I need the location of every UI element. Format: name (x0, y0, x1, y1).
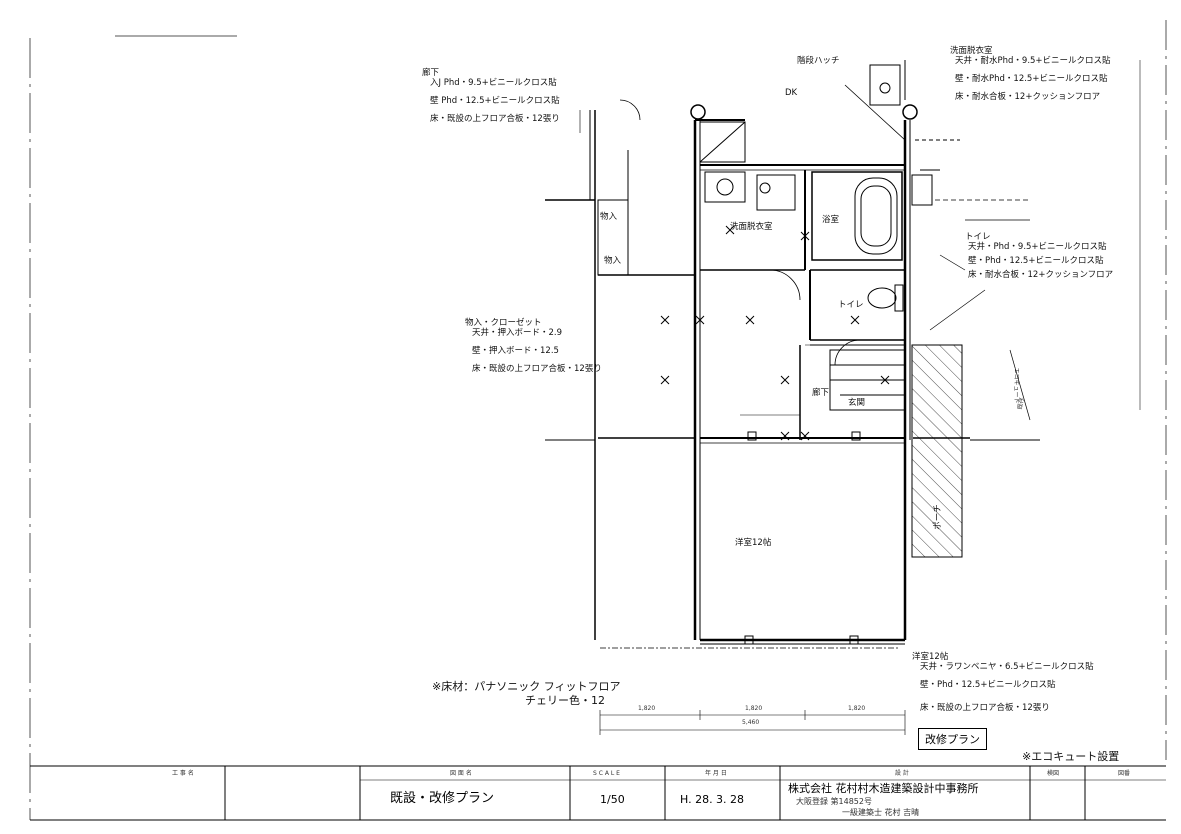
floor-material-color: チェリー色・12 (525, 694, 605, 707)
closet-spec-line: 床・既設の上フロア合板・12張り (472, 364, 602, 374)
porch-hatch (911, 344, 963, 558)
title-header-design: 設 計 (895, 770, 909, 777)
title-header-date: 年 月 日 (705, 770, 727, 777)
toilet-spec-line: 天井・Phd・9.5+ビニールクロス貼 (968, 242, 1107, 252)
architect-name: 一級建築士 花村 吉晴 (842, 808, 920, 817)
room-label-wash: 洗面脱衣室 (730, 222, 773, 232)
eco-cute-note: ※エコキュート設置 (1022, 750, 1120, 763)
dimension-1: 1,820 (638, 705, 656, 712)
toilet-spec-line: 壁・Phd・12.5+ビニールクロス貼 (968, 256, 1104, 266)
company-name: 株式会社 花村村木造建築設計中事務所 (788, 782, 979, 795)
closet-spec-line: 壁・押入ボード・12.5 (472, 346, 559, 356)
room-label-living: 洋室12帖 (735, 538, 772, 548)
room-label-hall: 廊下 (812, 388, 830, 398)
toilet-spec-title: トイレ (965, 232, 991, 242)
room-label-bath: 浴室 (822, 215, 840, 225)
hall-spec-title: 廊下 (422, 68, 440, 78)
room-label-closet: 物入 (604, 256, 622, 266)
living-spec-line: 床・既設の上フロア合板・12張り (920, 703, 1050, 713)
dimension-3: 1,820 (848, 705, 866, 712)
drawing-scale: 1/50 (600, 793, 625, 806)
wash-spec-line: 天井・耐水Phd・9.5+ビニールクロス貼 (955, 56, 1111, 66)
room-label-porch: ポーチ (932, 504, 943, 530)
title-header-check: 検図 (1047, 770, 1060, 777)
drawing-date: H. 28. 3. 28 (680, 793, 745, 806)
hall-spec-line: 入J Phd・9.5+ビニールクロス貼 (430, 78, 557, 88)
title-header-project: 工 事 名 (172, 770, 194, 777)
room-label-toilet: トイレ (838, 300, 864, 310)
title-header-scale: S C A L E (593, 770, 620, 777)
closet-spec-title: 物入・クローゼット (465, 318, 542, 328)
room-label-entrance: 玄関 (848, 398, 866, 408)
floor-material-note: ※床材：パナソニック フィットフロア (432, 680, 621, 693)
hall-spec-line: 床・既設の上フロア合板・12張り (430, 114, 560, 124)
title-header-number: 図番 (1118, 770, 1131, 777)
wash-spec-line: 壁・耐水Phd・12.5+ビニールクロス貼 (955, 74, 1108, 84)
living-spec-line: 壁・Phd・12.5+ビニールクロス貼 (920, 680, 1056, 690)
hall-spec-line: 壁 Phd・12.5+ビニールクロス貼 (430, 96, 560, 106)
drawing-name: 既設・改修プラン (390, 791, 495, 806)
dimension-2: 1,820 (745, 705, 763, 712)
toilet-spec-line: 床・耐水合板・12+クッションフロア (968, 270, 1114, 280)
living-spec-line: 天井・ラワンベニヤ・6.5+ビニールクロス貼 (920, 662, 1094, 672)
room-label-stairs: 階段ハッチ (797, 56, 840, 66)
room-label-dk: DK (785, 88, 798, 98)
wash-spec-title: 洗面脱衣室 (950, 46, 993, 56)
title-header-drawing: 図 面 名 (450, 770, 472, 777)
wash-spec-line: 床・耐水合板・12+クッションフロア (955, 92, 1101, 102)
dimension-total: 5,460 (742, 719, 760, 726)
company-license: 大阪登録 第14852号 (796, 797, 872, 806)
closet-spec-line: 天井・押入ボード・2.9 (472, 328, 563, 338)
room-label-storage: 物入 (600, 212, 618, 222)
living-spec-title: 洋室12帖 (912, 652, 949, 662)
plan-badge: 改修プラン (918, 728, 987, 750)
